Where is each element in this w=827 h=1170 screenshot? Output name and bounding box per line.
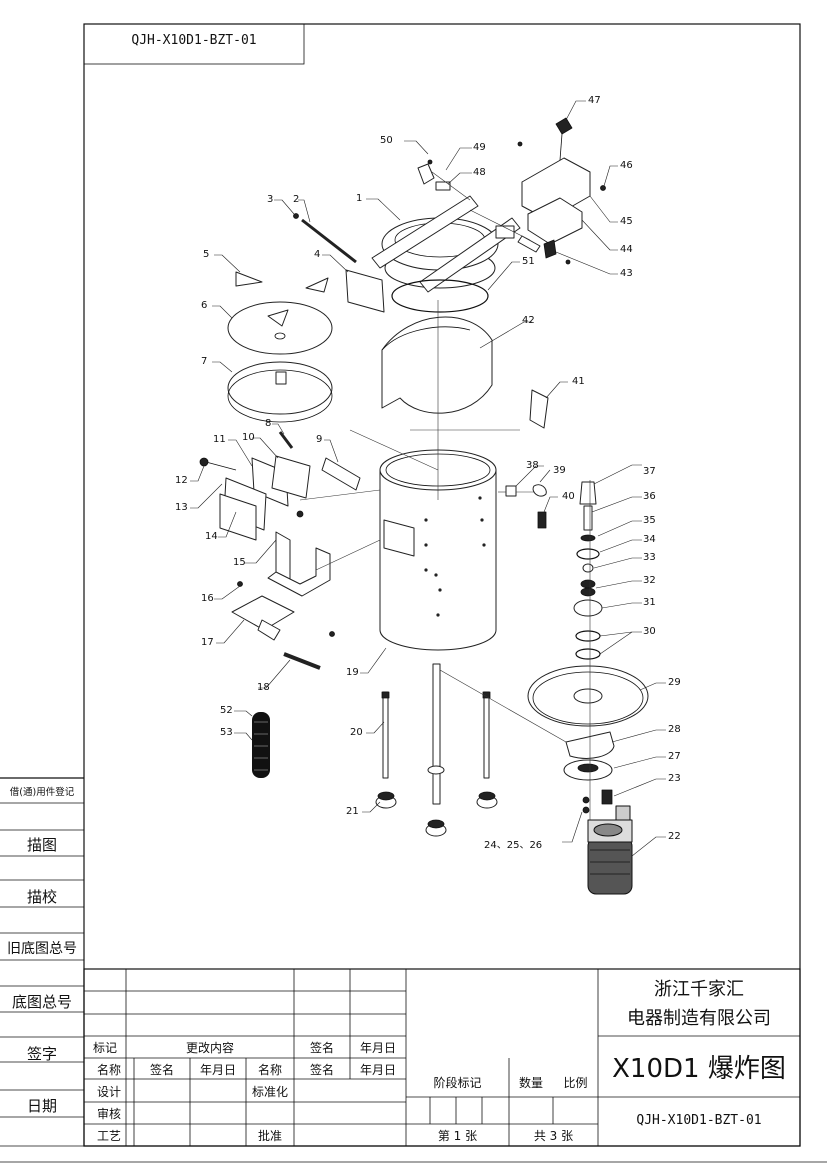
date-label: 日期 — [26, 1097, 57, 1115]
panel-4 — [345, 269, 385, 313]
stage-mark-label: 阶段标记 — [433, 1076, 482, 1090]
latch-bracket — [517, 117, 606, 245]
borrow-register-label: 借(通)用件登记 — [9, 787, 75, 798]
drawing-title: X10D1 爆炸图 — [612, 1054, 786, 1084]
quantity-label: 数量 — [518, 1076, 543, 1090]
frame-assembly — [231, 531, 335, 641]
small-parts — [582, 789, 613, 814]
lid-gasket — [391, 279, 489, 313]
drawing-code: QJH-X10D1-BZT-01 — [636, 1113, 762, 1128]
name-header-2: 名称 — [257, 1063, 282, 1077]
screw-3 — [293, 213, 299, 219]
standardize-label: 标准化 — [251, 1085, 288, 1099]
leader-lines — [190, 100, 666, 857]
legs — [375, 663, 498, 837]
gear-housing — [563, 731, 615, 781]
company-line-2: 电器制造有限公司 — [627, 1008, 771, 1029]
bracket-9 — [321, 457, 361, 491]
rod-2 — [301, 218, 357, 264]
old-base-no-label: 旧底图总号 — [7, 941, 77, 957]
mark-header: 标记 — [92, 1041, 117, 1055]
title-block-grid — [83, 968, 801, 1147]
blade-5a — [235, 271, 263, 287]
sheet-number: 第 1 张 — [437, 1129, 478, 1143]
company-line-1: 浙江千家汇 — [654, 979, 744, 1000]
drum-shell — [381, 316, 493, 414]
trace-check-label: 描校 — [26, 888, 57, 906]
name-header-1: 名称 — [96, 1063, 121, 1077]
top-drawing-code: QJH-X10D1-BZT-01 — [131, 33, 257, 48]
clip-41 — [529, 389, 549, 429]
sign-header-2: 签名 — [149, 1063, 174, 1077]
door-assembly — [199, 455, 311, 541]
ymd-header-1: 年月日 — [359, 1041, 396, 1055]
ymd-header-3: 年月日 — [359, 1063, 396, 1077]
valve-parts — [505, 484, 547, 529]
ymd-header-2: 年月日 — [199, 1063, 236, 1077]
motor — [587, 805, 633, 895]
change-content-header: 更改内容 — [185, 1041, 234, 1055]
sign-header-1: 签名 — [309, 1041, 334, 1055]
approve-label: 批准 — [257, 1129, 282, 1143]
rod-18 — [283, 652, 321, 670]
review-label: 审核 — [96, 1107, 121, 1121]
plate-6 — [227, 301, 333, 355]
side-panel — [0, 777, 84, 1147]
lid-assembly — [371, 195, 521, 293]
base-no-label: 底图总号 — [11, 993, 72, 1011]
plate-7 — [227, 361, 333, 423]
signature-label: 签字 — [26, 1045, 57, 1063]
design-label: 设计 — [96, 1085, 121, 1099]
fasteners-top — [417, 159, 571, 265]
scale-label: 比例 — [563, 1076, 588, 1090]
assembly-guide-lines — [299, 171, 591, 820]
sleeve-52-53 — [252, 712, 270, 778]
process-label: 工艺 — [96, 1129, 121, 1143]
blade-5b — [305, 277, 329, 293]
parts-drawing — [190, 100, 666, 895]
tracing-label: 描图 — [26, 836, 57, 854]
sheet-total: 共 3 张 — [533, 1129, 574, 1143]
drive-stack — [527, 481, 649, 727]
sign-header-3: 签名 — [309, 1063, 334, 1077]
rod-8 — [278, 431, 294, 449]
